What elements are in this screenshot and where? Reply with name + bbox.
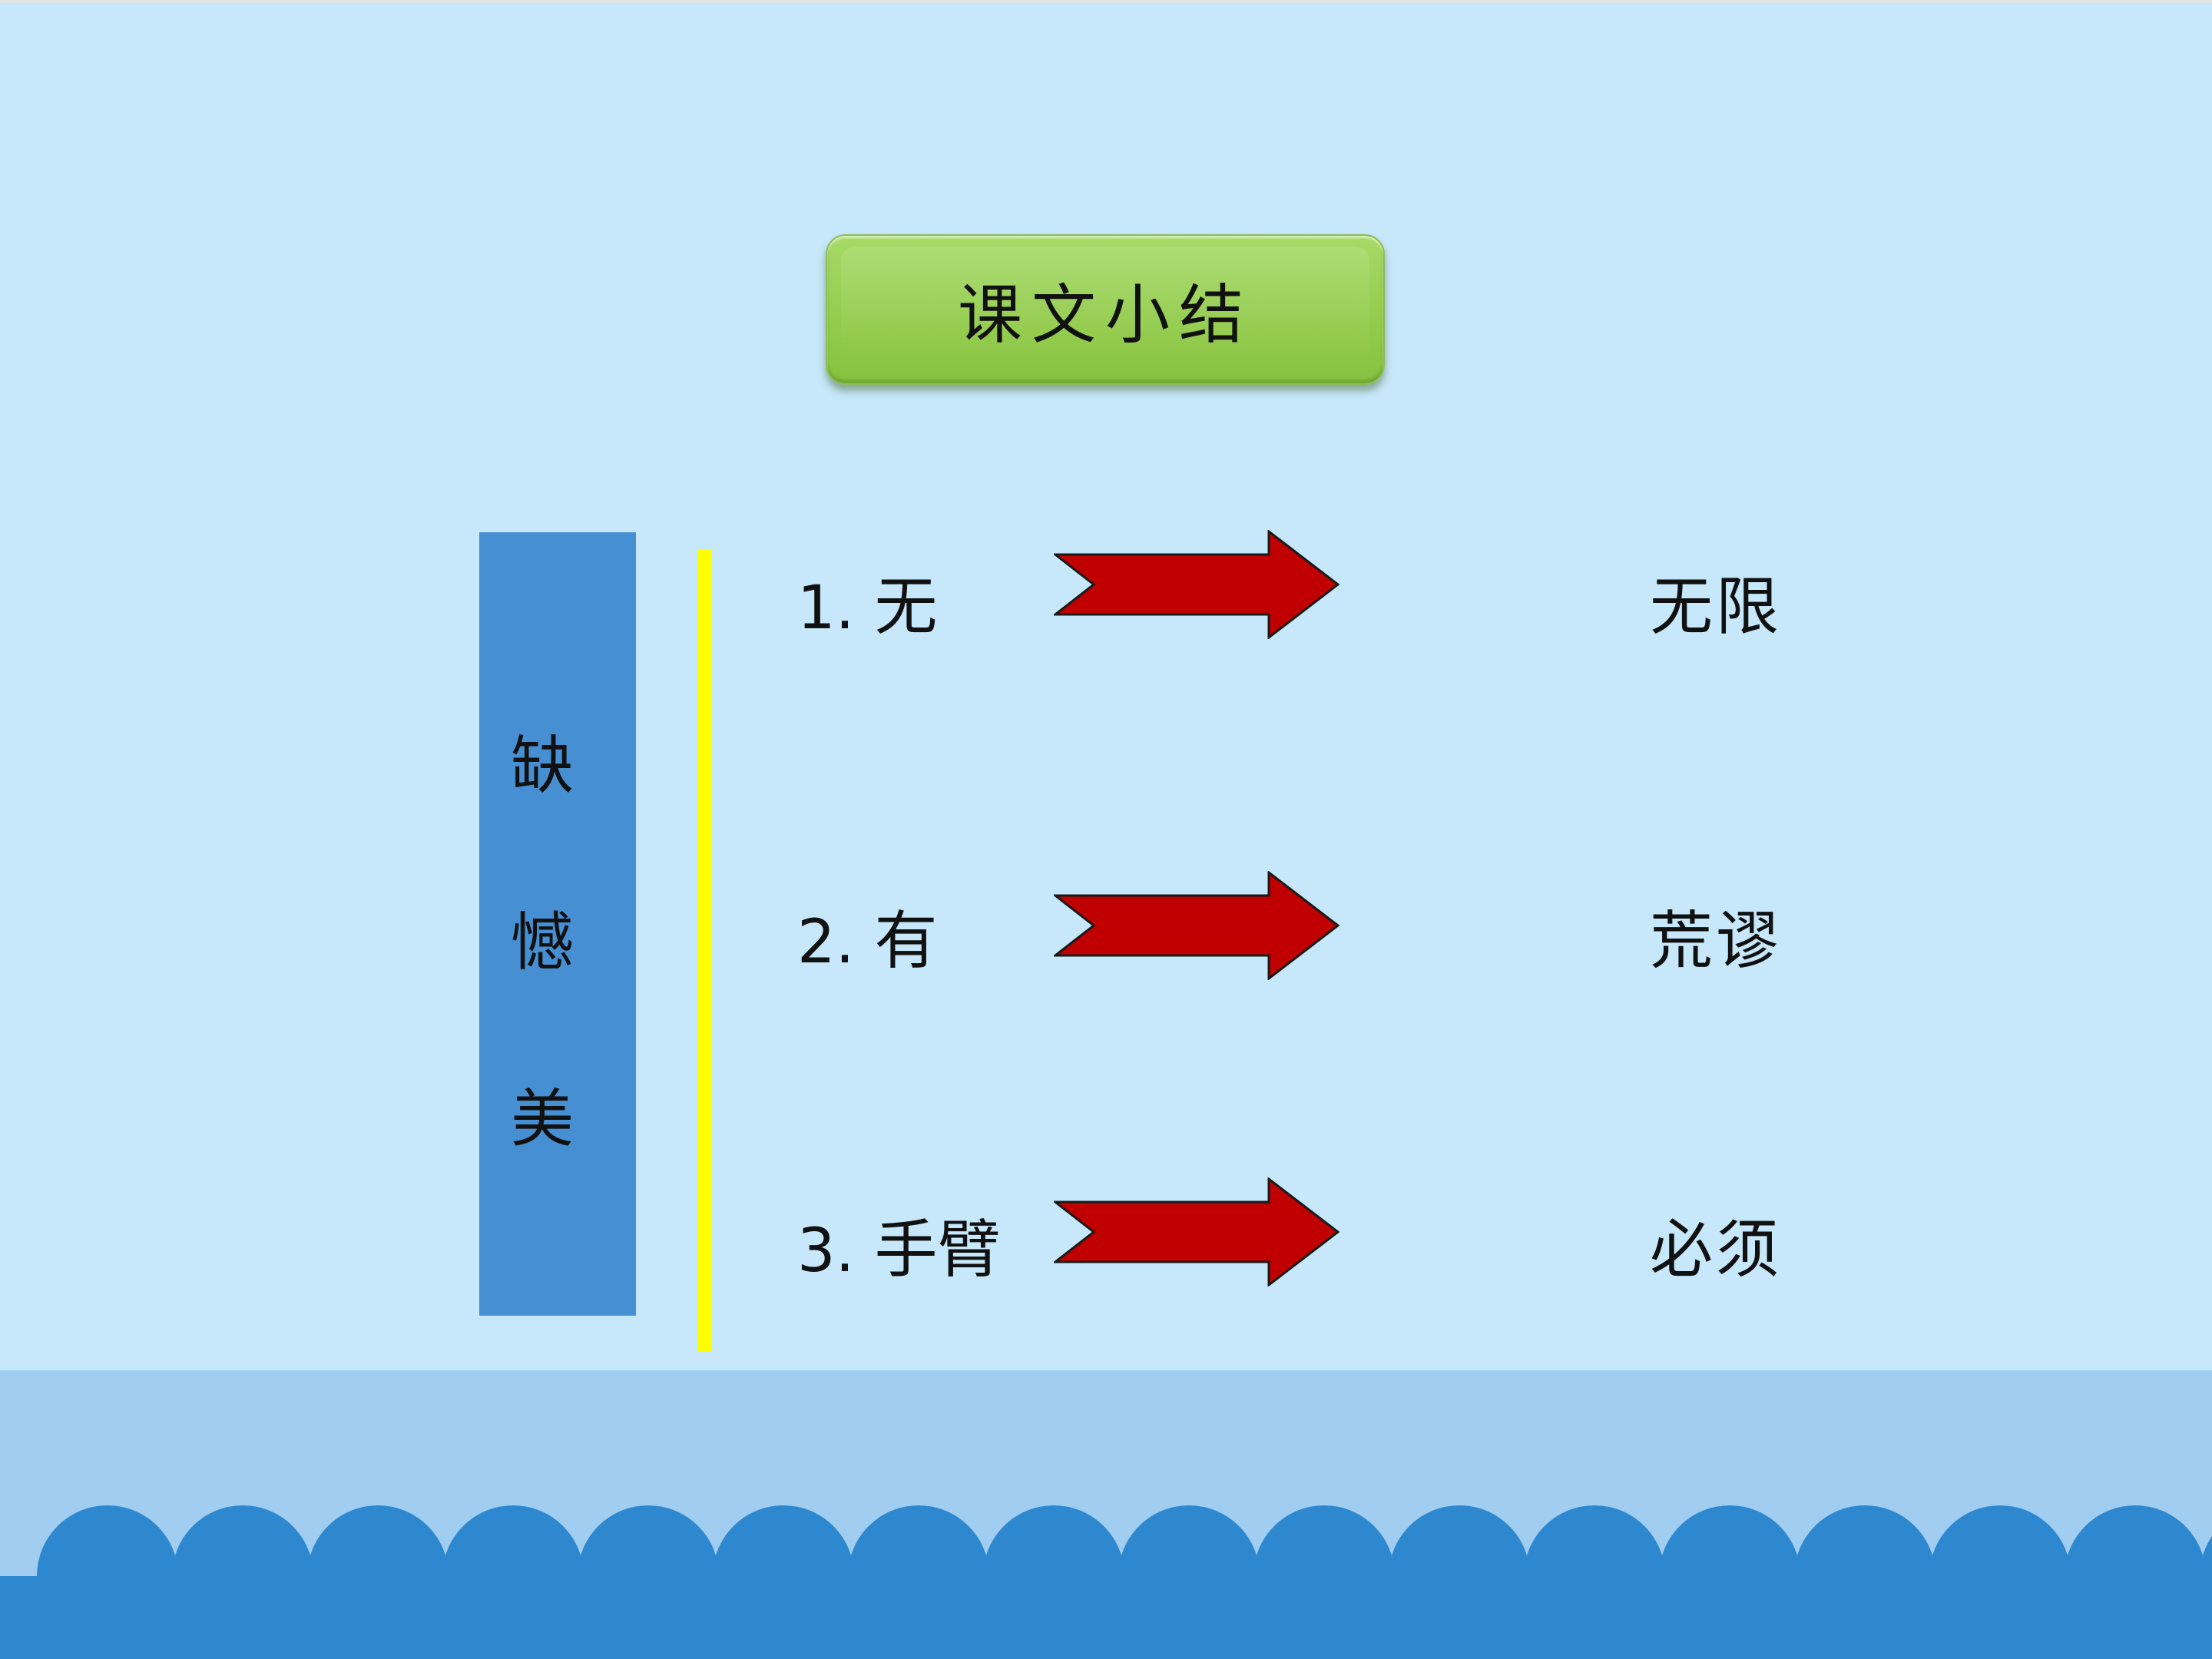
- theme-box: [479, 532, 636, 1316]
- wave-scallop: [1997, 1582, 2138, 1659]
- item-2-label: 2. 有: [797, 889, 938, 981]
- theme-char-3: 美: [510, 1083, 574, 1156]
- item-3-number: 3.: [797, 1217, 855, 1286]
- item-1-result: 无限: [1650, 571, 1783, 644]
- item-3-word: 手臂: [874, 1214, 1001, 1286]
- wave-scallop: [1456, 1582, 1598, 1659]
- wave-scallop: [645, 1582, 786, 1659]
- wave-scallop: [1186, 1582, 1327, 1659]
- item-2-word: 有: [874, 905, 938, 978]
- title-text: 课文小结: [957, 276, 1253, 353]
- wave-scallop: [1051, 1582, 1192, 1659]
- item-1-word: 无: [874, 571, 938, 644]
- item-3-label: 3. 手臂: [797, 1198, 1001, 1290]
- item-2-number: 2.: [797, 908, 855, 977]
- wave-scallop: [1727, 1582, 1868, 1659]
- wave-scallop: [375, 1582, 516, 1659]
- item-1-number: 1.: [797, 574, 855, 643]
- item-3-result: 必须: [1650, 1214, 1783, 1286]
- wave-scallop: [0, 1582, 111, 1659]
- wave-scallop: [1862, 1582, 2003, 1659]
- divider-line: [698, 550, 712, 1352]
- wave-scallop: [510, 1582, 651, 1659]
- title-button[interactable]: 课文小结: [826, 234, 1385, 385]
- wave-scallop: [2132, 1582, 2212, 1659]
- wave-scallop: [780, 1582, 922, 1659]
- wave-scallop: [1321, 1582, 1462, 1659]
- wave-scallop: [1591, 1582, 1733, 1659]
- top-border: [0, 0, 2212, 3]
- item-1-label: 1. 无: [797, 555, 938, 647]
- right-arrow-icon: [1054, 530, 1339, 639]
- wave-decoration: [0, 1505, 2212, 1659]
- theme-char-2: 憾: [510, 906, 574, 979]
- item-2-result: 荒谬: [1650, 905, 1783, 978]
- right-arrow-icon: [1054, 871, 1339, 980]
- wave-scallop: [104, 1582, 246, 1659]
- wave-scallop: [916, 1582, 1057, 1659]
- theme-char-1: 缺: [510, 730, 574, 803]
- right-arrow-icon: [1054, 1177, 1339, 1286]
- wave-scallop: [240, 1582, 381, 1659]
